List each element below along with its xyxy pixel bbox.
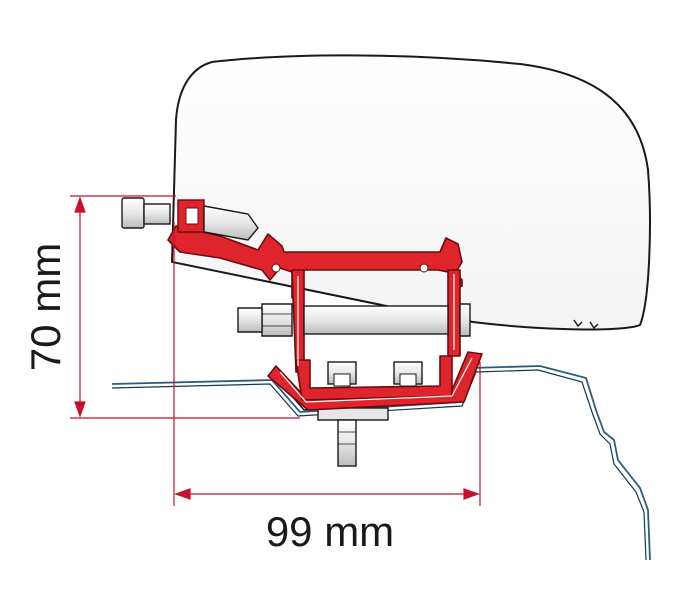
clamp-screw	[121, 197, 259, 241]
adapter-bracket	[167, 225, 483, 411]
height-dimension	[70, 195, 300, 419]
bottom-stud-bolt	[317, 407, 389, 467]
height-dimension-label: 70 mm	[22, 243, 69, 371]
width-dimension-label: 99 mm	[266, 508, 394, 555]
bracket-hole-right	[419, 263, 429, 273]
bracket-hole-left	[271, 263, 281, 273]
channel-nut-right	[393, 361, 423, 387]
awning-housing	[170, 54, 651, 331]
cross-bolt	[237, 303, 471, 337]
channel-nut-left	[327, 361, 357, 387]
housing-notch-detail	[573, 319, 599, 330]
bracket-highlight-lines	[279, 274, 473, 403]
width-dimension	[173, 222, 481, 506]
